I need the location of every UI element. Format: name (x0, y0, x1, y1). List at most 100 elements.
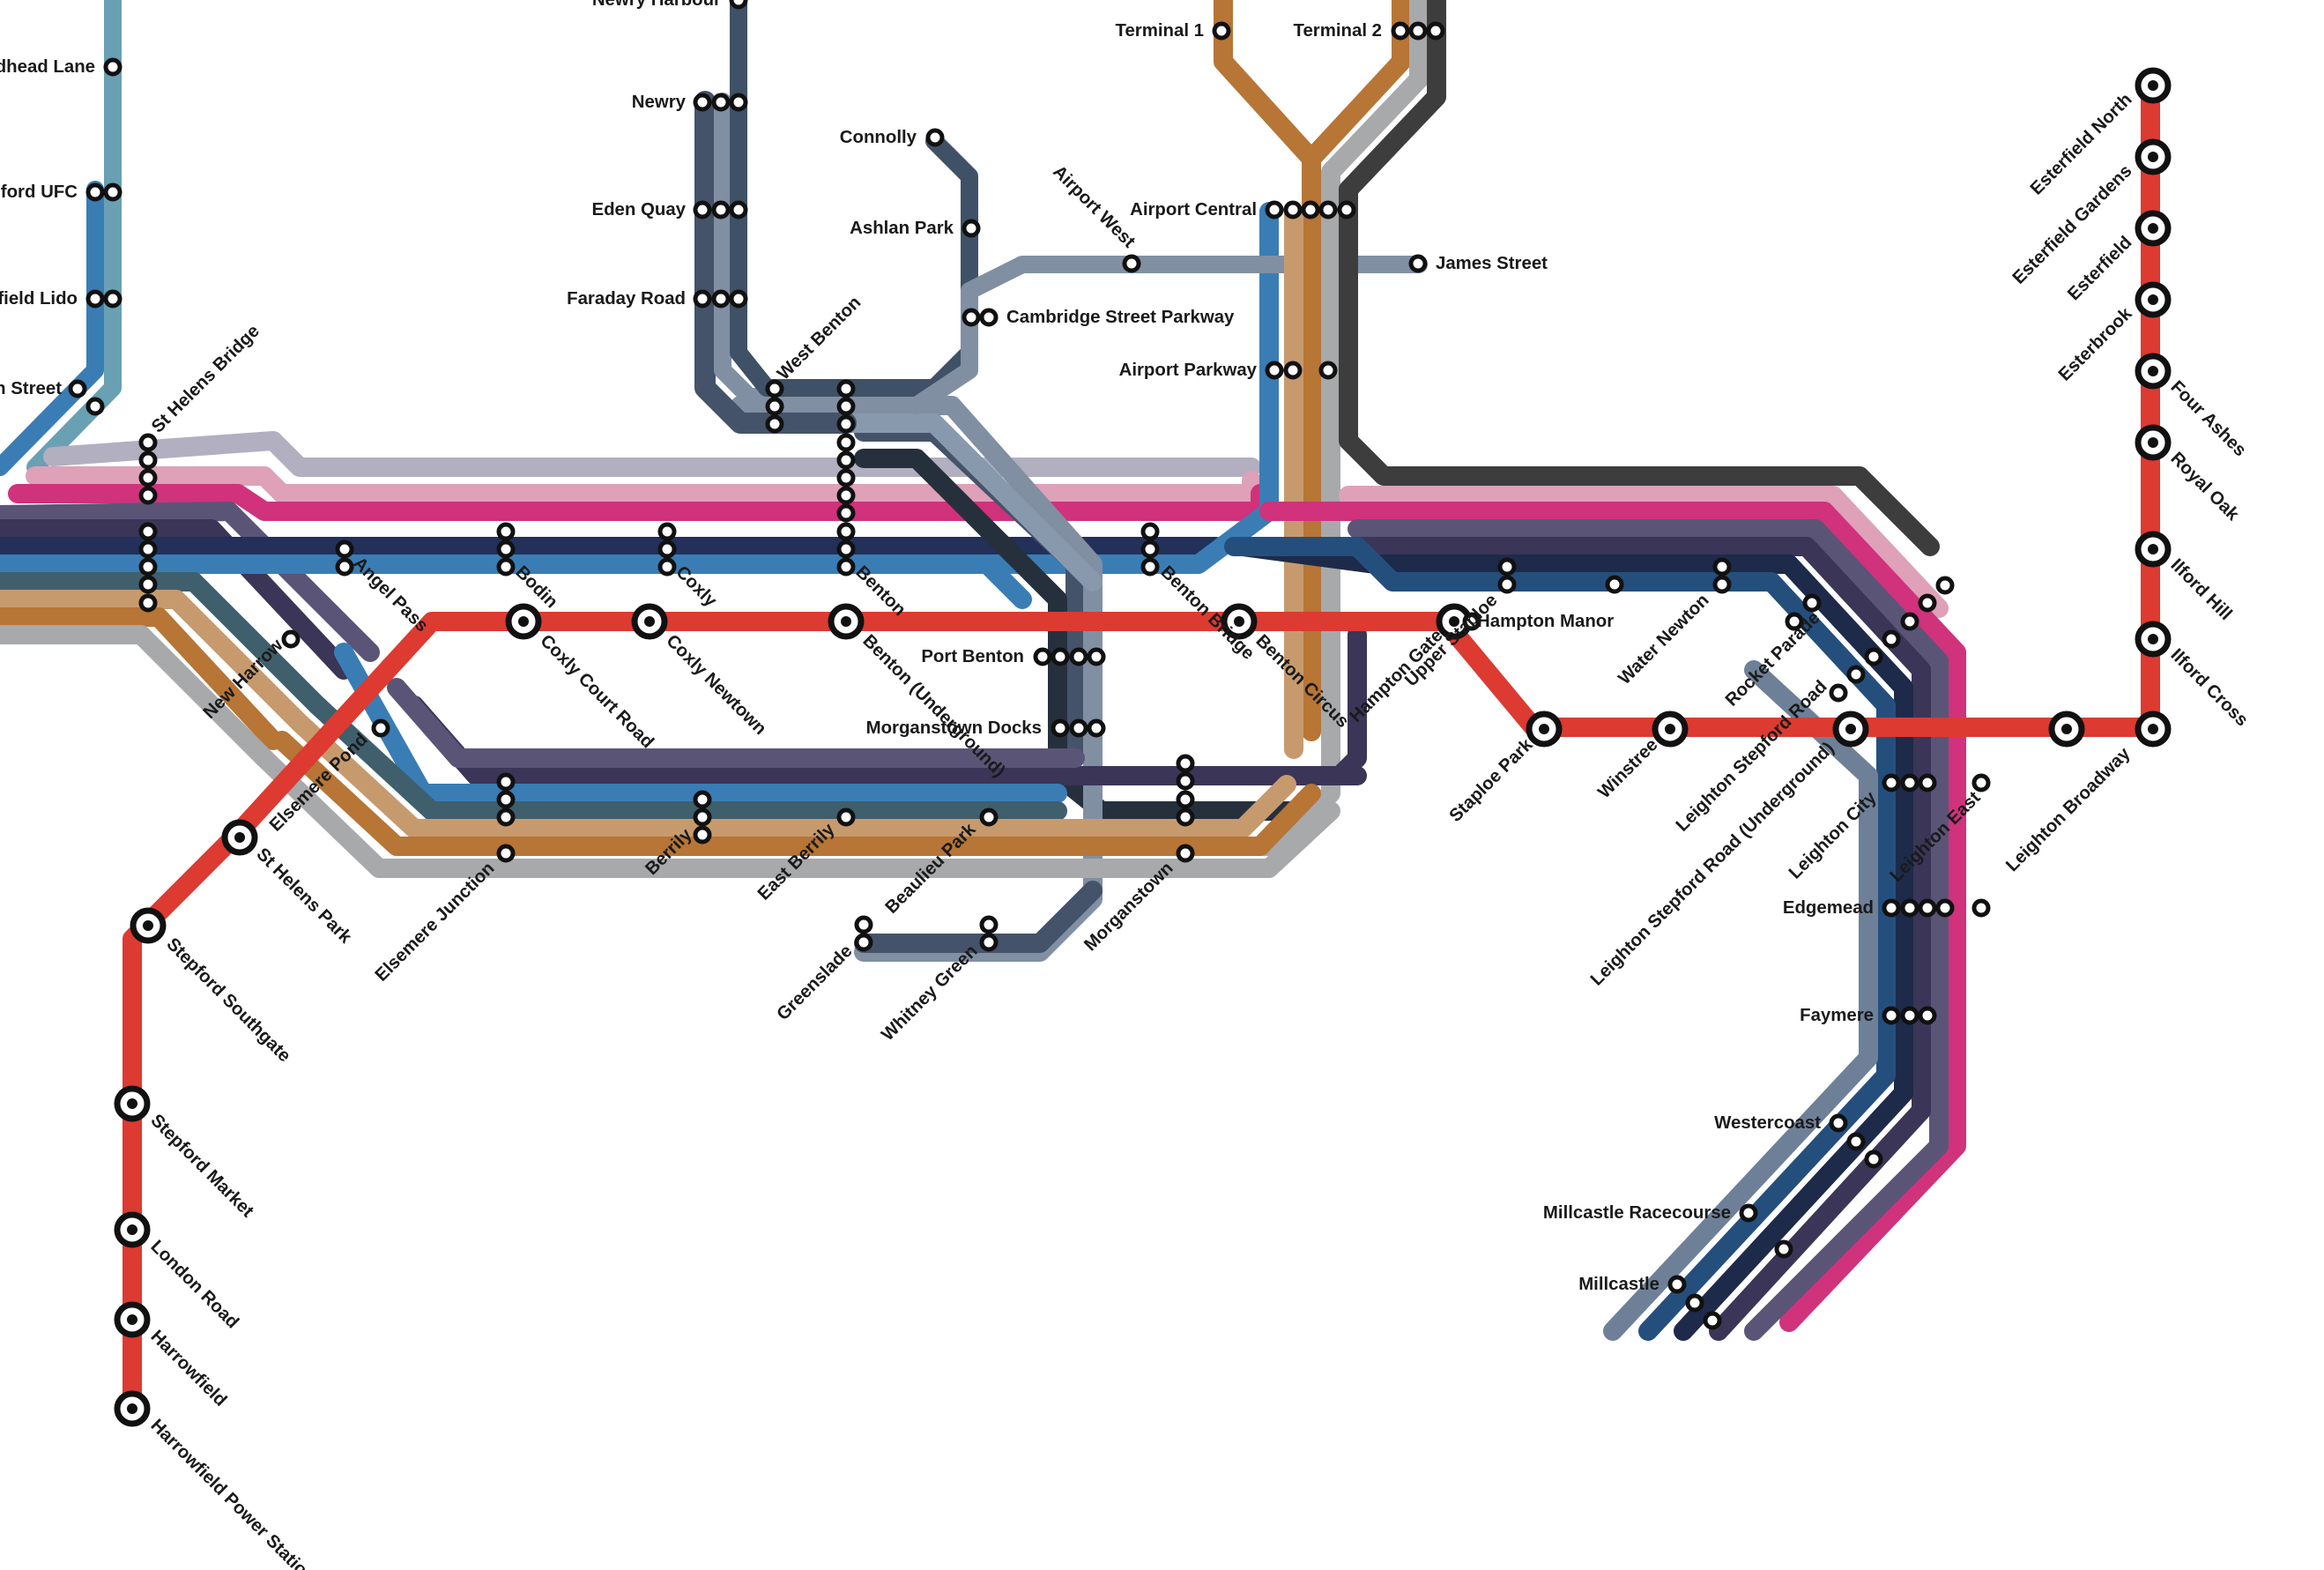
station-dot[interactable] (711, 93, 731, 112)
station-dot[interactable] (138, 522, 158, 541)
station-dot[interactable] (1140, 522, 1160, 541)
station-marker[interactable] (505, 603, 542, 640)
station-dot[interactable] (836, 468, 856, 487)
station-dot[interactable] (1212, 21, 1231, 41)
station-dot[interactable] (496, 539, 516, 559)
station-dot[interactable] (496, 522, 516, 541)
station-dot[interactable] (1176, 790, 1195, 809)
station-dot[interactable] (103, 289, 123, 309)
station-dot[interactable] (103, 57, 123, 77)
station-marker[interactable] (2048, 711, 2085, 748)
station-dot[interactable] (1605, 575, 1624, 594)
station-dot[interactable] (765, 379, 784, 398)
station-dot[interactable] (1176, 844, 1195, 863)
station-dot[interactable] (1051, 718, 1070, 738)
station-dot[interactable] (1864, 647, 1883, 666)
station-dot[interactable] (836, 539, 856, 559)
station-dot[interactable] (1829, 683, 1848, 703)
station-dot[interactable] (1283, 200, 1303, 220)
station-dot[interactable] (729, 0, 748, 10)
station-dot[interactable] (1918, 773, 1937, 792)
station-dot[interactable] (1918, 898, 1937, 918)
station-dot[interactable] (1739, 1203, 1758, 1223)
station-dot[interactable] (693, 807, 712, 827)
station-dot[interactable] (1265, 200, 1284, 220)
station-marker[interactable] (2135, 621, 2172, 658)
station-dot[interactable] (103, 182, 123, 202)
station-marker[interactable] (2135, 711, 2172, 748)
station-dot[interactable] (1497, 557, 1517, 577)
station-marker[interactable] (2135, 531, 2172, 568)
station-dot[interactable] (138, 575, 158, 594)
station-dot[interactable] (1426, 21, 1445, 41)
station-dot[interactable] (836, 397, 856, 416)
station-marker[interactable] (2135, 138, 2172, 175)
station-dot[interactable] (1301, 200, 1320, 220)
station-marker[interactable] (114, 1390, 151, 1427)
station-dot[interactable] (1122, 254, 1141, 273)
station-dot[interactable] (1087, 647, 1106, 666)
station-marker[interactable] (1832, 711, 1869, 748)
station-dot[interactable] (1069, 647, 1088, 666)
station-dot[interactable] (962, 308, 981, 327)
station-dot[interactable] (85, 182, 105, 202)
station-dot[interactable] (657, 539, 677, 559)
station-dot[interactable] (85, 289, 105, 309)
station-dot[interactable] (979, 933, 999, 952)
station-dot[interactable] (1971, 773, 1991, 792)
station-dot[interactable] (1971, 898, 1991, 918)
station-dot[interactable] (138, 433, 158, 452)
station-dot[interactable] (1703, 1311, 1722, 1330)
station-dot[interactable] (1087, 718, 1106, 738)
station-dot[interactable] (1785, 612, 1804, 631)
station-dot[interactable] (1408, 21, 1428, 41)
station-marker[interactable] (828, 603, 865, 640)
station-dot[interactable] (68, 379, 87, 398)
station-dot[interactable] (1900, 1006, 1919, 1025)
station-dot[interactable] (1829, 1113, 1848, 1133)
station-dot[interactable] (836, 433, 856, 452)
station-marker[interactable] (114, 1301, 151, 1338)
station-dot[interactable] (1497, 575, 1517, 594)
station-dot[interactable] (1069, 718, 1088, 738)
station-dot[interactable] (854, 933, 873, 952)
station-dot[interactable] (925, 128, 945, 147)
station-dot[interactable] (496, 557, 516, 577)
station-dot[interactable] (657, 522, 677, 541)
station-dot[interactable] (1391, 21, 1410, 41)
station-dot[interactable] (693, 790, 712, 809)
station-dot[interactable] (1176, 771, 1195, 791)
station-dot[interactable] (979, 308, 999, 327)
station-dot[interactable] (1337, 200, 1356, 220)
station-dot[interactable] (1935, 576, 1955, 595)
station-dot[interactable] (496, 772, 516, 792)
station-dot[interactable] (1882, 1006, 1901, 1025)
station-dot[interactable] (138, 593, 158, 613)
station-dot[interactable] (496, 790, 516, 809)
station-dot[interactable] (1318, 200, 1338, 220)
station-dot[interactable] (1712, 557, 1732, 577)
station-marker[interactable] (114, 1085, 151, 1122)
station-dot[interactable] (836, 557, 856, 577)
station-dot[interactable] (711, 289, 731, 309)
station-dot[interactable] (138, 486, 158, 505)
station-dot[interactable] (138, 557, 158, 577)
station-marker[interactable] (130, 907, 167, 944)
station-dot[interactable] (85, 397, 105, 416)
station-dot[interactable] (496, 807, 516, 827)
station-dot[interactable] (765, 414, 784, 434)
station-dot[interactable] (138, 539, 158, 559)
station-dot[interactable] (693, 289, 712, 309)
station-dot[interactable] (1802, 593, 1822, 613)
station-dot[interactable] (836, 807, 856, 827)
station-dot[interactable] (836, 503, 856, 523)
station-marker[interactable] (1526, 711, 1563, 748)
station-dot[interactable] (1283, 361, 1303, 380)
station-dot[interactable] (1900, 612, 1919, 631)
station-marker[interactable] (114, 1211, 151, 1248)
station-dot[interactable] (281, 629, 301, 649)
station-dot[interactable] (1462, 612, 1481, 631)
station-dot[interactable] (1918, 593, 1937, 613)
station-dot[interactable] (138, 468, 158, 487)
station-dot[interactable] (836, 450, 856, 470)
